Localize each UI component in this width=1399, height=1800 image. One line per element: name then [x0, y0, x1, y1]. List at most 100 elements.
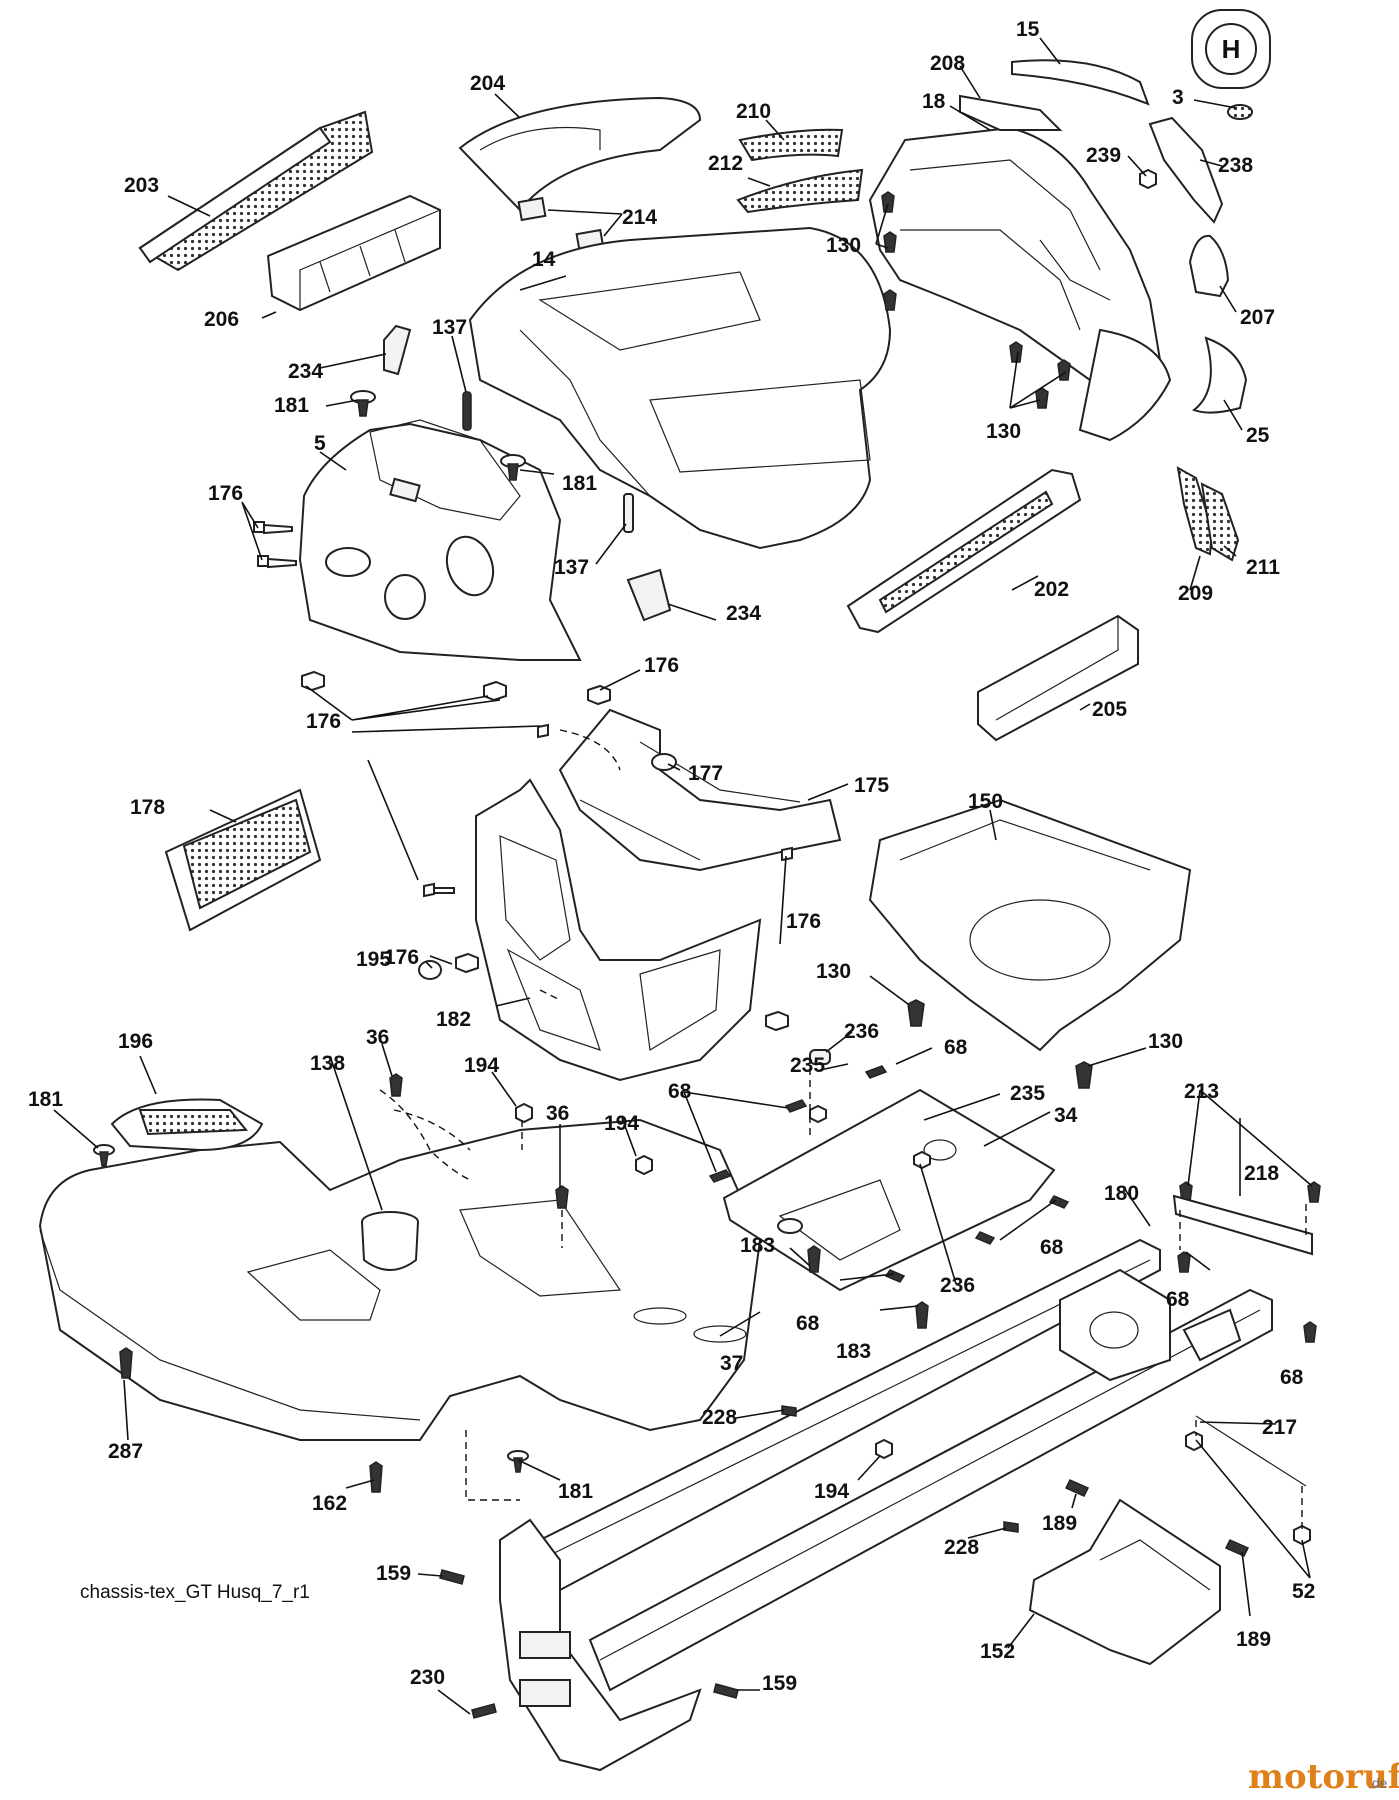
- part-68-bolts: [708, 1065, 1321, 1343]
- part-130-screws-lower: [1009, 341, 1071, 409]
- part-137-strip-a: [462, 391, 472, 431]
- part-181-fastener-c: [93, 1144, 115, 1167]
- part-214-clips: [517, 196, 605, 254]
- part-3-logo: H: [1191, 9, 1271, 89]
- callout-34: 34: [1054, 1104, 1078, 1127]
- part-287-screw: [119, 1347, 133, 1379]
- callout-176e: 176: [384, 946, 419, 969]
- callout-152: 152: [980, 1640, 1015, 1663]
- callout-202: 202: [1034, 578, 1069, 601]
- callout-208: 208: [930, 52, 965, 75]
- callout-287: 287: [108, 1440, 143, 1463]
- callout-68b: 68: [668, 1080, 692, 1103]
- callout-162: 162: [312, 1492, 347, 1515]
- callout-130c: 130: [816, 960, 851, 983]
- part-130-screw-c: [907, 999, 925, 1027]
- part-182-console: [475, 778, 762, 1082]
- callout-137b: 137: [554, 556, 589, 579]
- callout-238: 238: [1218, 154, 1253, 177]
- callout-234b: 234: [726, 602, 761, 625]
- callout-195: 195: [356, 948, 391, 971]
- part-15-strip: [1011, 59, 1150, 106]
- callout-68d: 68: [1166, 1288, 1190, 1311]
- part-150-floor-pan: [868, 798, 1192, 1052]
- callout-204: 204: [470, 72, 505, 95]
- callout-68c: 68: [1040, 1236, 1064, 1259]
- callout-239: 239: [1086, 144, 1121, 167]
- part-209-grille: [1176, 466, 1214, 556]
- part-205-panel: [977, 614, 1139, 742]
- part-14-hood: [468, 226, 892, 550]
- callout-194a: 194: [464, 1054, 499, 1077]
- part-183-bolt-a: [807, 1245, 821, 1273]
- part-152-shield: [1028, 1498, 1221, 1666]
- part-235-spacer-a: [809, 1049, 831, 1065]
- callout-labels: 15 208 3 204 210 18 239 238 203 212 214 …: [28, 18, 1315, 1695]
- part-138-boot: [361, 1211, 419, 1271]
- callout-181c: 181: [28, 1088, 63, 1111]
- part-228-pin-b: [1003, 1521, 1019, 1533]
- callout-137a: 137: [432, 316, 467, 339]
- part-230-bolt: [471, 1703, 497, 1719]
- callout-189b: 189: [1236, 1628, 1271, 1651]
- part-195-plug: [418, 960, 442, 980]
- callout-234a: 234: [288, 360, 323, 383]
- callout-236b: 236: [940, 1274, 975, 1297]
- part-234-label-lower: [626, 568, 672, 622]
- part-194-nut-a: [515, 1102, 533, 1124]
- callout-206: 206: [204, 308, 239, 331]
- callout-196: 196: [118, 1030, 153, 1053]
- part-181-fastener-b: [500, 454, 526, 481]
- part-211-grille: [1200, 482, 1240, 562]
- callout-138: 138: [310, 1052, 345, 1075]
- callout-159a: 159: [376, 1562, 411, 1585]
- callout-189a: 189: [1042, 1512, 1077, 1535]
- part-206-bracket: [266, 194, 441, 312]
- callout-218: 218: [1244, 1162, 1279, 1185]
- part-52-nut-a: [1185, 1430, 1203, 1452]
- callout-236a: 236: [844, 1020, 879, 1043]
- callout-205: 205: [1092, 698, 1127, 721]
- callout-176d: 176: [786, 910, 821, 933]
- callout-18: 18: [922, 90, 946, 113]
- part-178-vent-panel: [164, 788, 322, 932]
- part-34-plate: [722, 1088, 1056, 1292]
- callout-183a: 183: [740, 1234, 775, 1257]
- part-36-screw-a: [389, 1073, 403, 1097]
- part-202-bumper: [846, 468, 1082, 634]
- callout-213: 213: [1184, 1080, 1219, 1103]
- part-236-washer-a: [809, 1104, 827, 1124]
- callout-68f: 68: [1280, 1366, 1304, 1389]
- part-228-pin-a: [781, 1405, 797, 1417]
- leader-lines: [53, 37, 1313, 1715]
- part-236-washer-b: [913, 1150, 931, 1170]
- assembly-dashed-lines: [379, 729, 1307, 1530]
- callout-211: 211: [1246, 556, 1280, 579]
- part-196-pedal: [110, 1098, 264, 1152]
- part-18-front-panel: [868, 126, 1172, 442]
- callout-212: 212: [708, 152, 743, 175]
- watermark-brand: motoruf: [1248, 1757, 1399, 1797]
- part-234-label-top: [383, 324, 412, 376]
- callout-178: 178: [130, 796, 165, 819]
- callout-25: 25: [1246, 424, 1270, 447]
- part-176-pins-mid: [423, 723, 793, 1032]
- watermark-suffix: .de: [1368, 1775, 1388, 1791]
- callout-182: 182: [436, 1008, 471, 1031]
- part-183-bolt-b: [915, 1301, 929, 1329]
- part-181-fastener-d: [507, 1450, 529, 1473]
- callout-203: 203: [124, 174, 159, 197]
- callout-207: 207: [1240, 306, 1275, 329]
- part-177-grommet: [651, 753, 677, 771]
- callout-36b: 36: [546, 1102, 569, 1125]
- callout-150: 150: [968, 790, 1003, 813]
- part-5-dash: [298, 419, 582, 661]
- callout-181b: 181: [562, 472, 597, 495]
- logo-letter: H: [1222, 34, 1241, 64]
- part-194-nut-c: [875, 1438, 893, 1460]
- callout-230: 230: [410, 1666, 445, 1689]
- callout-235a: 235: [790, 1054, 825, 1077]
- callout-194b: 194: [604, 1112, 639, 1135]
- callout-68e: 68: [796, 1312, 820, 1335]
